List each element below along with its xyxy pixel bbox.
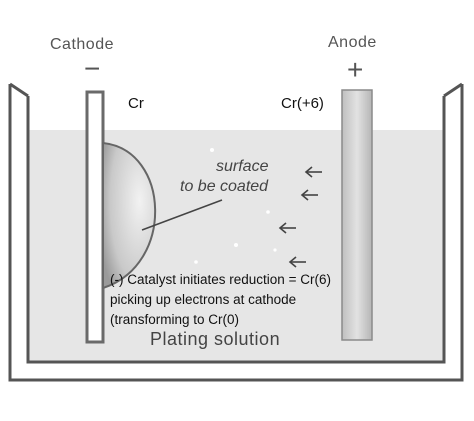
arrow-3 bbox=[278, 222, 296, 234]
surface-leader-line bbox=[141, 199, 223, 231]
ion-dots bbox=[194, 148, 277, 264]
cathode-plate bbox=[85, 90, 105, 344]
surface-note-line1: surface bbox=[216, 158, 269, 175]
tank-rim-left bbox=[9, 82, 29, 98]
arrow-4 bbox=[288, 256, 306, 268]
tank-rim-right bbox=[443, 82, 463, 98]
caption-line3: (transforming to Cr(0) bbox=[110, 312, 240, 327]
reduction-caption: (-) Catalyst initiates reduction = Cr(6)… bbox=[110, 270, 370, 330]
arrow-2 bbox=[300, 189, 318, 201]
surface-note-line2: to be coated bbox=[180, 178, 269, 195]
anode-label: Anode bbox=[328, 34, 377, 51]
anode-sign: + bbox=[347, 54, 364, 85]
anode-species: Cr(+6) bbox=[281, 95, 324, 112]
coated-object bbox=[102, 141, 157, 290]
anode-rod bbox=[341, 89, 373, 341]
ion-arrows bbox=[278, 166, 322, 268]
surface-note: surface to be coated bbox=[180, 157, 300, 197]
plating-solution-label: Plating solution bbox=[150, 329, 281, 349]
cathode-label: Cathode bbox=[50, 36, 114, 53]
cathode-sign: − bbox=[84, 53, 101, 84]
caption-line1: (-) Catalyst initiates reduction = Cr(6) bbox=[110, 272, 331, 287]
tank-outer-wall bbox=[8, 84, 464, 382]
arrow-1 bbox=[304, 166, 322, 178]
tank-inner-wall bbox=[26, 96, 446, 364]
cathode-species: Cr bbox=[128, 95, 144, 112]
caption-line2: picking up electrons at cathode bbox=[110, 292, 297, 307]
